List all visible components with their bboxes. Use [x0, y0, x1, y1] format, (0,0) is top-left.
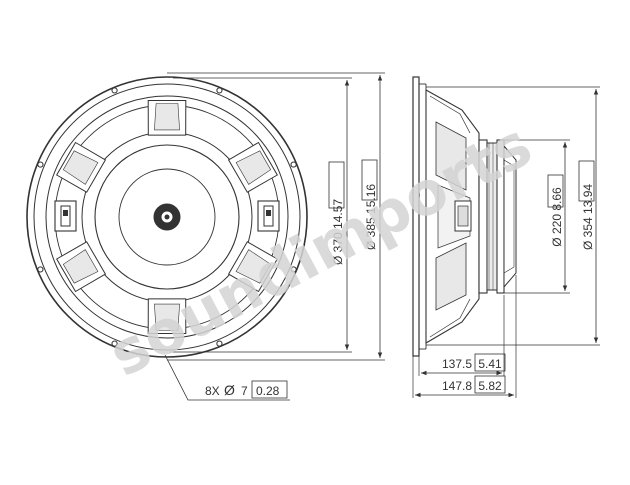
magnet-inner-circle — [118, 168, 216, 266]
side-basket-window-bottom — [435, 242, 467, 311]
dim-385-label: Ø 385 15.16 — [364, 184, 378, 250]
side-flange — [412, 76, 420, 357]
mounting-holes — [37, 87, 297, 347]
svg-text:Ø 385 15.16: Ø 385 15.16 — [364, 184, 378, 250]
basket-spoke-window — [62, 150, 99, 185]
depth-137-inch: 5.41 — [478, 357, 502, 371]
depth-137-inch-box — [474, 353, 506, 372]
flange-inner-circle — [33, 83, 301, 351]
mounting-hole — [290, 161, 297, 168]
mounting-hole — [111, 87, 118, 94]
pole-vent-core — [164, 214, 170, 220]
side-heatsink — [503, 144, 517, 289]
svg-text:Ø 220 8.66: Ø 220 8.66 — [550, 187, 564, 247]
dim-385-inch-box — [361, 159, 378, 201]
basket-spoke-window — [62, 249, 99, 284]
side-view — [412, 76, 600, 398]
bolt-diameter-inch: 0.28 — [256, 384, 280, 398]
dim-370-label: Ø 370 14.57 — [331, 199, 345, 265]
depth-147-inch-box — [474, 375, 506, 394]
terminal-left — [54, 200, 77, 232]
basket-spoke-window — [235, 249, 272, 284]
outer-flange-circle — [26, 76, 308, 358]
basket-spoke-window — [235, 150, 272, 185]
svg-text:Ø 370 14.57: Ø 370 14.57 — [331, 199, 345, 265]
side-basket-window-top — [435, 121, 467, 191]
basket-spokes — [56, 100, 278, 334]
dim-354-label: Ø 354 13.94 — [581, 184, 595, 250]
bolt-diameter-mm: 7 — [241, 384, 248, 398]
mounting-hole — [37, 161, 44, 168]
magnet-outer-circle — [94, 144, 240, 290]
depth-137-mm: 137.5 — [442, 357, 472, 371]
bolt-count-label: 8X — [205, 384, 220, 398]
basket-spoke-window — [154, 103, 180, 131]
depth-147-inch: 5.82 — [478, 379, 502, 393]
basket-spoke-window — [154, 303, 180, 331]
dim-370-inch-box — [328, 161, 345, 209]
mounting-hole — [216, 87, 223, 94]
basket-rim-circle — [45, 95, 289, 339]
dim-354-inch-box — [578, 160, 595, 202]
front-view — [26, 72, 385, 401]
dim-220-inch-box — [547, 174, 564, 208]
mounting-hole — [37, 266, 44, 273]
depth-147-mm: 147.8 — [442, 379, 472, 393]
mounting-hole — [216, 340, 223, 347]
svg-text:Ø 354 13.94: Ø 354 13.94 — [581, 184, 595, 250]
terminal-right — [257, 200, 280, 232]
bolt-inch-box — [251, 380, 288, 399]
bolt-callout-leader — [164, 354, 290, 401]
bolt-diameter-symbol: Ø — [224, 382, 235, 398]
mounting-hole — [111, 340, 118, 347]
dim-220-label: Ø 220 8.66 — [550, 187, 564, 247]
mounting-hole — [290, 266, 297, 273]
